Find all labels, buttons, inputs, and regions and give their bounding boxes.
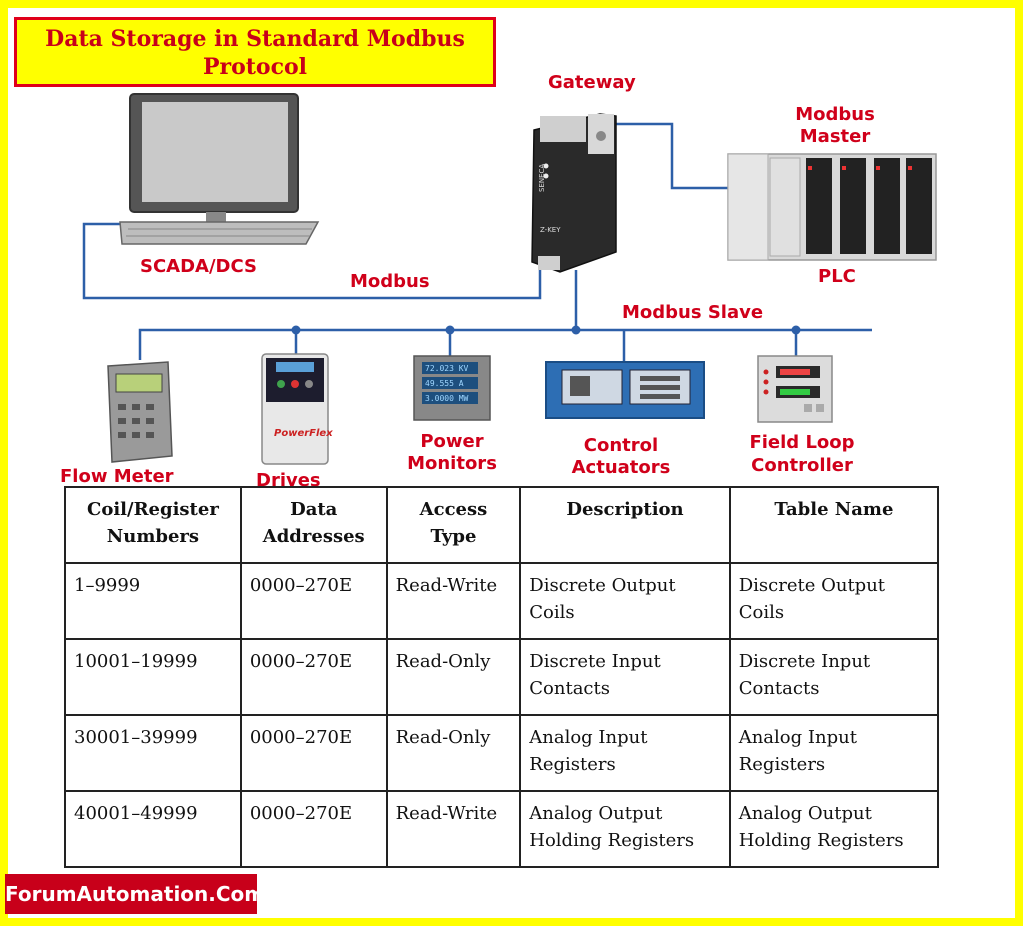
power-readout-3: 3.0000 MW [425,394,469,403]
plc-rack [727,153,937,261]
cell-description: Analog Output Holding Registers [519,790,731,868]
scada-link [82,222,542,300]
cell-table-name: Analog Input Registers [728,714,940,792]
table-row: 1–9999 0000–270E Read-Write Discrete Out… [64,562,940,640]
gateway-label: Gateway [548,72,636,93]
cell-data-addresses: 0000–270E [239,790,388,868]
power-readout-2: 49.555 A [425,379,464,388]
header-coil-register-numbers: Coil/Register Numbers [64,486,242,564]
cell-data-addresses: 0000–270E [239,562,388,640]
gateway-model: Z-KEY [540,226,561,234]
cell-access-type: Read-Write [385,790,522,868]
power-monitors-label-line1: Power [420,431,484,452]
header-access-type: Access Type [385,486,522,564]
flow-meter-device [107,361,173,463]
cell-table-name: Discrete Output Coils [728,562,940,640]
modbus-label: Modbus [350,271,430,292]
field-loop-controller-device [757,355,833,423]
slave-bus [138,328,872,360]
bus-nodes [291,325,801,335]
table-row: 30001–39999 0000–270E Read-Only Analog I… [64,714,940,792]
cell-access-type: Read-Only [385,714,522,792]
cell-description: Discrete Input Contacts [519,638,731,716]
table-row: 10001–19999 0000–270E Read-Only Discrete… [64,638,940,716]
cell-access-type: Read-Only [385,638,522,716]
cell-register-numbers: 30001–39999 [64,714,242,792]
header-table-name: Table Name [728,486,940,564]
header-description: Description [519,486,731,564]
cell-table-name: Discrete Input Contacts [728,638,940,716]
control-actuators-label-line1: Control [583,435,659,456]
cell-register-numbers: 1–9999 [64,562,242,640]
control-actuators-label-line2: Actuators [571,457,671,478]
cell-access-type: Read-Write [385,562,522,640]
field-loop-controller-label-line1: Field Loop [749,432,855,453]
gateway-brand: SENECA [538,164,546,192]
drives-label: Drives [256,470,321,491]
cell-description: Analog Input Registers [519,714,731,792]
power-readout-1: 72.023 KV [425,364,469,373]
cell-data-addresses: 0000–270E [239,714,388,792]
modbus-master-label-line1: Modbus [795,104,875,125]
site-watermark: ForumAutomation.Com [5,874,265,914]
modbus-slave-label: Modbus Slave [622,302,764,323]
power-monitor-device: 72.023 KV 49.555 A 3.0000 MW [413,355,491,421]
table-header-row: Coil/Register Numbers Data Addresses Acc… [64,486,940,564]
modbus-register-table: Coil/Register Numbers Data Addresses Acc… [64,486,940,868]
plc-label: PLC [818,266,856,287]
cell-description: Discrete Output Coils [519,562,731,640]
cell-table-name: Analog Output Holding Registers [728,790,940,868]
field-loop-controller-label-line2: Controller [751,455,853,476]
cell-register-numbers: 10001–19999 [64,638,242,716]
scada-dcs-label: SCADA/DCS [140,256,257,277]
plc-link [612,122,728,190]
gateway-device: SENECA Z-KEY [531,113,617,273]
flow-meter-label: Flow Meter [60,466,174,487]
cell-register-numbers: 40001–49999 [64,790,242,868]
drive-device: PowerFlex [261,353,333,465]
scada-computer [119,93,320,245]
cell-data-addresses: 0000–270E [239,638,388,716]
page-title: Data Storage in Standard Modbus Protocol [14,17,496,87]
power-monitors-label-line2: Monitors [407,453,497,474]
modbus-master-label-line2: Master [799,126,871,147]
control-actuator-device [545,361,705,419]
drive-brand: PowerFlex [274,428,333,439]
table-row: 40001–49999 0000–270E Read-Write Analog … [64,790,940,868]
network-diagram: SENECA Z-KEY PowerFlex [82,93,937,465]
header-data-addresses: Data Addresses [239,486,388,564]
